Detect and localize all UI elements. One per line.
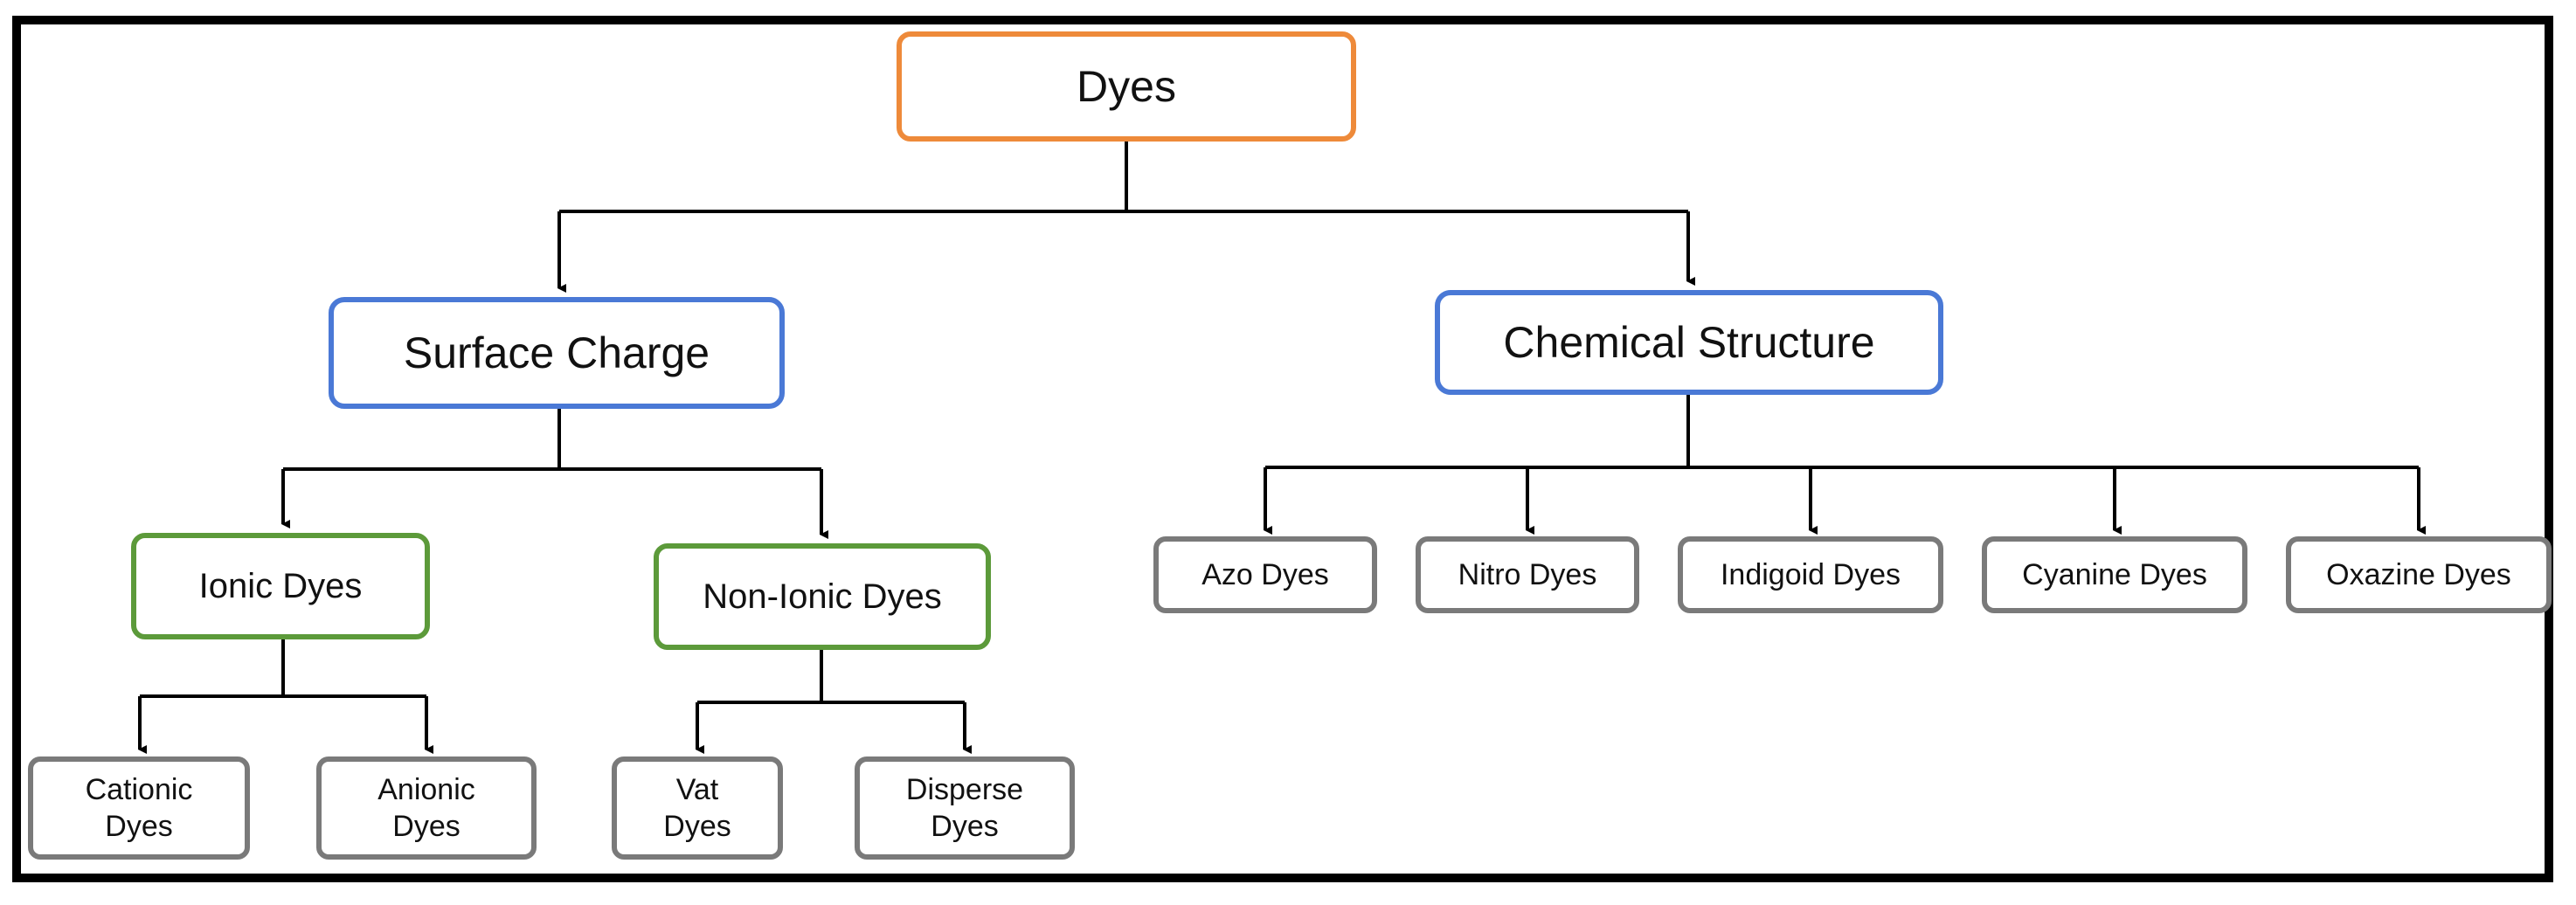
- node-dyes-label: Dyes: [1077, 61, 1176, 111]
- node-surface-charge-label: Surface Charge: [403, 328, 710, 377]
- node-non-ionic-dyes: Non-Ionic Dyes: [654, 543, 991, 650]
- node-indigoid-dyes: Indigoid Dyes: [1678, 536, 1943, 613]
- node-cyanine-dyes-label: Cyanine Dyes: [2022, 557, 2207, 591]
- node-cyanine-dyes: Cyanine Dyes: [1982, 536, 2247, 613]
- node-oxazine-dyes: Oxazine Dyes: [2286, 536, 2552, 613]
- node-chemical-structure: Chemical Structure: [1435, 290, 1943, 395]
- node-disperse-dyes-line-1: Disperse: [905, 772, 1024, 806]
- node-anionic-dyes: Anionic Dyes: [316, 756, 537, 860]
- node-vat-dyes: Vat Dyes: [612, 756, 783, 860]
- node-non-ionic-dyes-label: Non-Ionic Dyes: [703, 577, 942, 616]
- node-vat-dyes-line-2: Dyes: [663, 810, 731, 843]
- node-ionic-dyes: Ionic Dyes: [131, 533, 430, 639]
- node-nitro-dyes-label: Nitro Dyes: [1458, 557, 1597, 591]
- diagram-frame: [12, 16, 2553, 882]
- node-anionic-dyes-line-2: Dyes: [392, 810, 460, 843]
- node-azo-dyes-label: Azo Dyes: [1201, 557, 1329, 591]
- node-disperse-dyes: Disperse Dyes: [855, 756, 1075, 860]
- node-cationic-dyes-line-1: Cationic: [85, 772, 193, 806]
- node-surface-charge: Surface Charge: [329, 297, 785, 409]
- node-chemical-structure-label: Chemical Structure: [1503, 317, 1875, 367]
- node-disperse-dyes-line-2: Dyes: [931, 810, 999, 843]
- node-nitro-dyes: Nitro Dyes: [1416, 536, 1639, 613]
- node-cationic-dyes-line-2: Dyes: [105, 810, 173, 843]
- node-indigoid-dyes-label: Indigoid Dyes: [1720, 557, 1901, 591]
- node-cationic-dyes: Cationic Dyes: [28, 756, 250, 860]
- node-anionic-dyes-line-1: Anionic: [377, 772, 475, 806]
- node-oxazine-dyes-label: Oxazine Dyes: [2326, 557, 2511, 591]
- node-vat-dyes-line-1: Vat: [675, 772, 719, 806]
- node-dyes: Dyes: [897, 31, 1356, 142]
- node-azo-dyes: Azo Dyes: [1153, 536, 1377, 613]
- node-ionic-dyes-label: Ionic Dyes: [198, 567, 363, 605]
